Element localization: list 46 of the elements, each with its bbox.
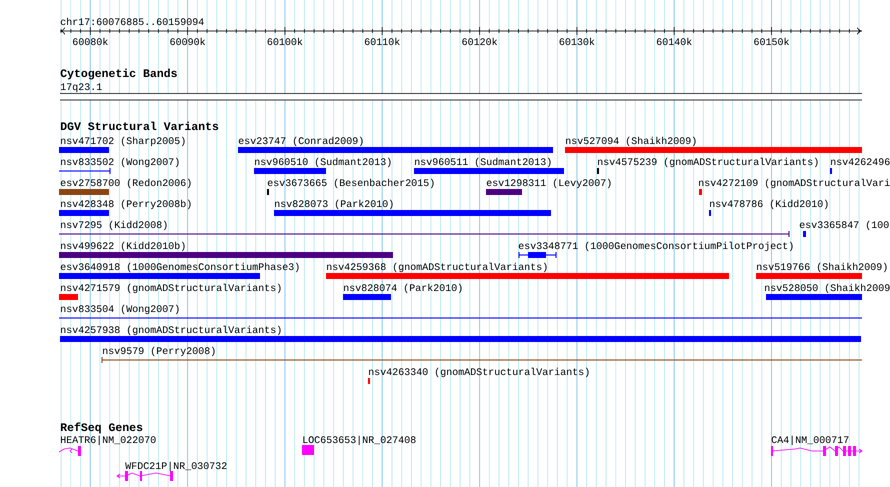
band-label: 17q23.1 <box>60 83 102 92</box>
tick-label: 60080k <box>73 38 108 46</box>
feature-label: nsv4271579 (gnomADStructuralVariants) <box>61 284 281 294</box>
feature-label: nsv4262496 <box>831 158 890 166</box>
feature-label: nsv528050 (Shaikh2009 <box>765 284 890 294</box>
feature-label: nsv527094 (Shaikh2009) <box>566 136 696 146</box>
tick-label: 60090k <box>170 38 206 46</box>
feature-label: nsv833504 (Wong2007) <box>61 304 179 314</box>
feature-label: nsv499622 (Kidd2010b) <box>61 242 185 252</box>
track-title: DGV Structural Variants <box>60 122 218 130</box>
gene-label: WFDC21P|NR_030732 <box>125 462 226 472</box>
feature-label: esv3365847 (100 <box>800 220 889 230</box>
feature-label: nsv478786 (Kidd2010) <box>710 200 828 210</box>
feature-label: esv3673665 (Besenbacher2015) <box>268 178 434 188</box>
track-title: Cytogenetic Bands <box>60 68 177 80</box>
feature-label: esv3640918 (1000GenomesConsortiumPhase3) <box>60 262 299 272</box>
feature-label: nsv828074 (Park2010) <box>344 284 462 294</box>
coordinate-label: chr17:60076885..60159094 <box>60 18 204 26</box>
gene-label: HEATR6|NM_022070 <box>60 436 156 446</box>
feature-label: nsv428348 (Perry2008b) <box>61 200 191 210</box>
feature-label: nsv4263340 (gnomADStructuralVariants) <box>369 368 589 378</box>
tick-label: 60140k <box>656 38 692 46</box>
tick-label: 60130k <box>560 38 594 46</box>
feature-label: nsv4272109 (gnomADStructuralVari <box>699 178 890 188</box>
tick-label: 60100k <box>268 38 302 46</box>
feature-label: nsv471702 (Sharp2005) <box>61 136 185 146</box>
feature-label: nsv4259368 (gnomADStructuralVariants) <box>327 262 547 272</box>
feature-label: nsv4575239 (gnomADStructuralVariants) <box>598 158 818 168</box>
tick-label: 60120k <box>462 38 498 46</box>
feature-label: esv3348771 (1000GenomesConsortiumPilotProject) <box>518 242 793 252</box>
gene-label: LOC653653|NR_027408 <box>303 436 416 446</box>
feature-label: nsv828073 (Park2010) <box>275 200 393 210</box>
track-title: RefSeq Genes <box>60 422 142 434</box>
feature-label: nsv960510 (Sudmant2013) <box>255 158 391 168</box>
feature-label: nsv4257938 (gnomADStructuralVariants) <box>61 326 281 336</box>
feature-label: nsv833502 (Wong2007) <box>61 158 179 168</box>
gene-label: CA4|NM_000717 <box>772 436 848 446</box>
feature-label: esv2758700 (Redon2006) <box>60 178 191 188</box>
feature-label: nsv9579 (Perry2008) <box>103 346 215 356</box>
feature-label: nsv519766 (Shaikh2009) <box>757 262 887 272</box>
tick-label: 60110k <box>364 38 400 46</box>
feature-label: esv23747 (Conrad2009) <box>238 136 363 146</box>
tick-label: 60150k <box>754 38 789 46</box>
feature-label: nsv960511 (Sudmant2013) <box>415 158 551 168</box>
feature-label: esv1298311 (Levy2007) <box>486 178 611 188</box>
feature-label: nsv7295 (Kidd2008) <box>61 220 167 230</box>
